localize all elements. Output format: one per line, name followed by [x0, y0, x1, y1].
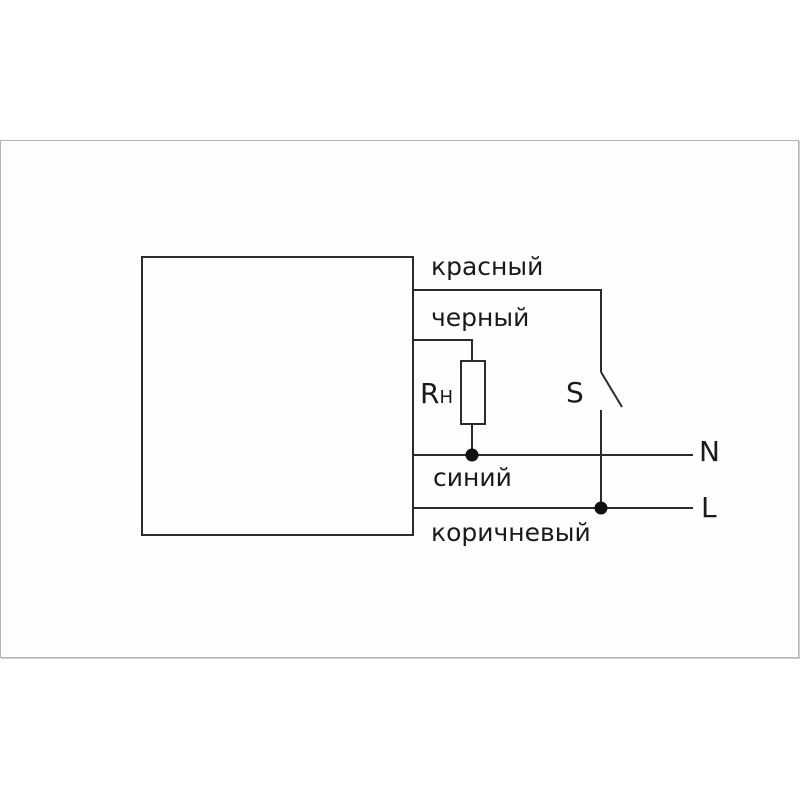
wire-black — [413, 339, 473, 361]
junction-dot-n — [465, 448, 479, 462]
load-subscript: H — [439, 387, 454, 408]
label-red-wire: красный — [431, 252, 544, 281]
diagram-frame — [0, 140, 799, 658]
label-load: RH — [420, 380, 453, 408]
label-terminal-l: L — [701, 491, 717, 524]
junction-dot-l — [594, 501, 608, 515]
device-box — [141, 256, 414, 536]
switch-blade — [600, 371, 623, 408]
label-brown-wire: коричневый — [431, 518, 591, 547]
label-blue-wire: синий — [433, 463, 512, 492]
label-terminal-n: N — [699, 435, 720, 468]
resistor-load — [460, 360, 486, 425]
label-black-wire: черный — [431, 303, 530, 332]
wire-red — [413, 289, 602, 372]
load-symbol: R — [420, 377, 440, 410]
label-switch: S — [566, 376, 584, 409]
